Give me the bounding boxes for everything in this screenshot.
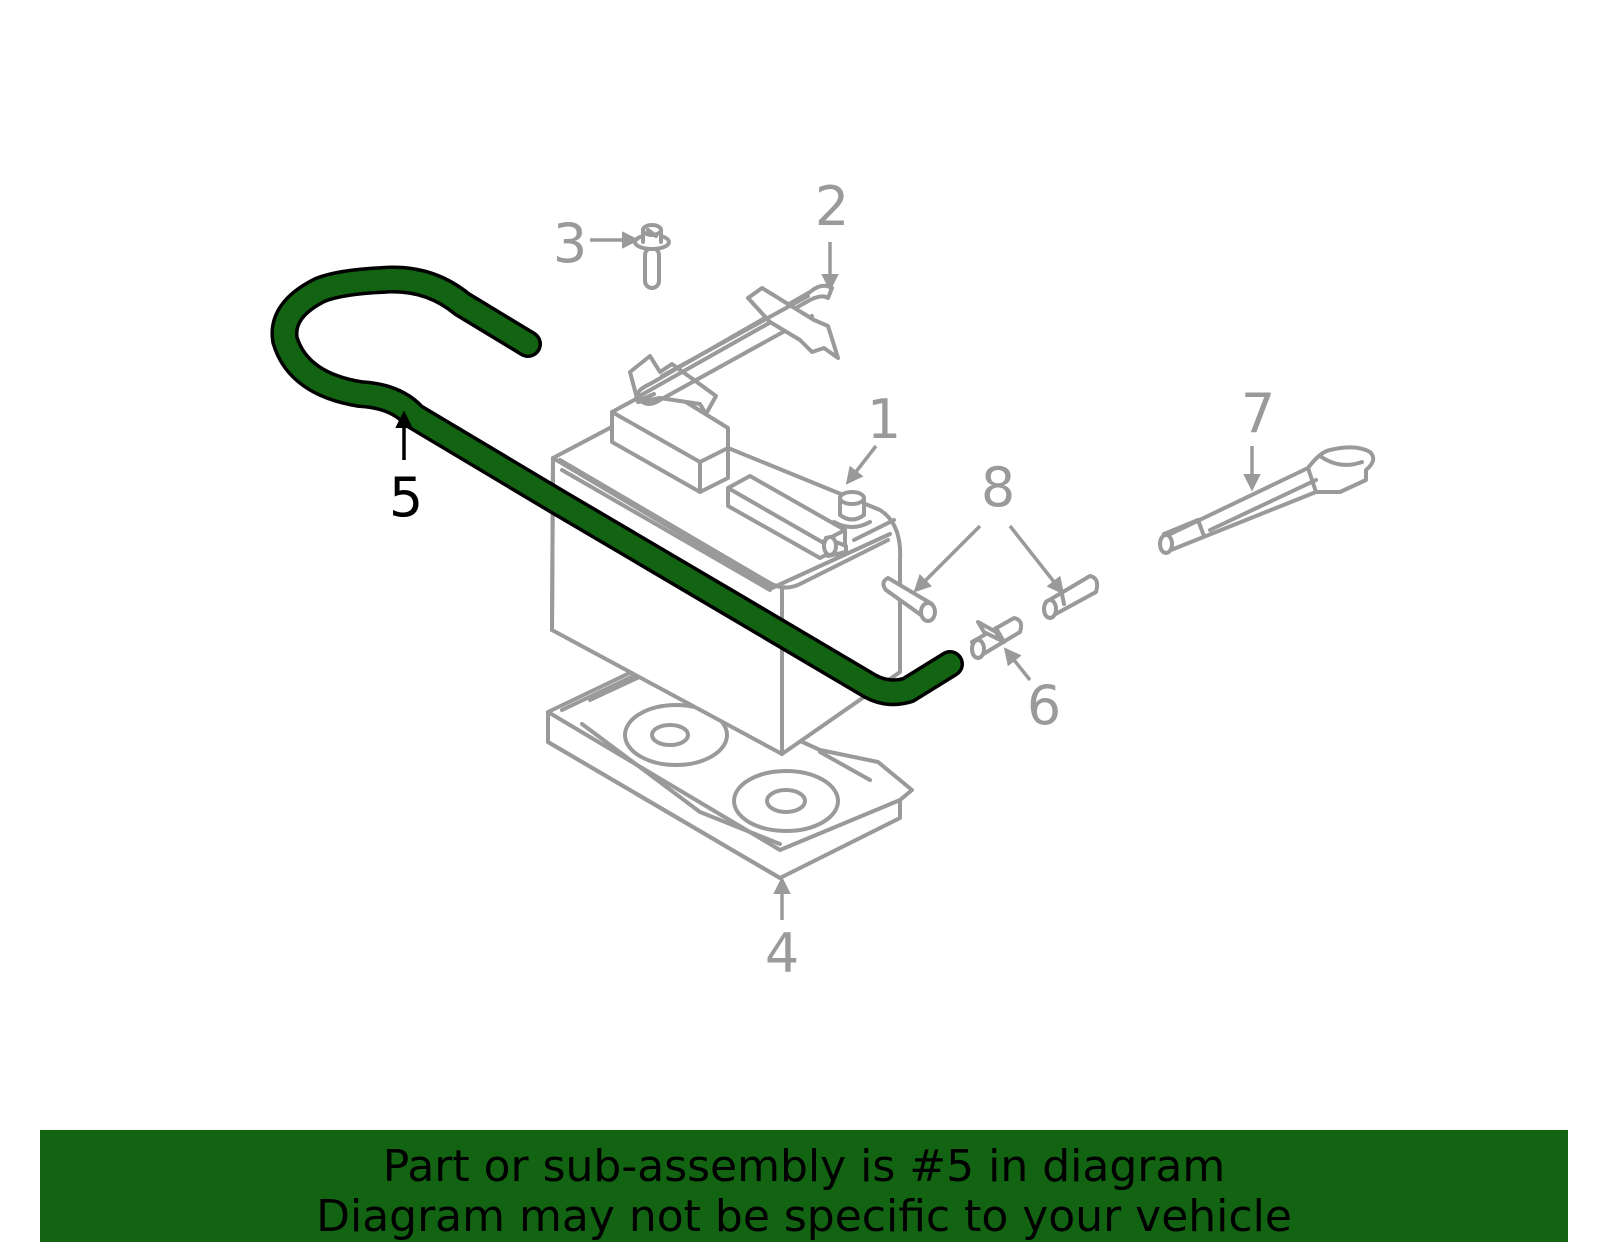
callout-6: 6 [1027,674,1061,737]
leader-8a [913,524,982,593]
battery-tray-part-4 [546,666,914,880]
callout-3: 3 [553,212,587,275]
hose-part-5 [270,265,964,707]
callout-8: 8 [981,456,1015,519]
sleeves-part-8 [881,574,1100,623]
callout-7: 7 [1241,382,1275,445]
footer-banner: Part or sub-assembly is #5 in diagram Di… [40,1134,1568,1246]
connector-part-6 [970,616,1024,660]
bolt-part-3 [633,223,671,290]
leader-1 [845,444,878,485]
cable-end-part-7 [1158,445,1376,555]
leader-6 [1003,647,1032,682]
callout-labels: 1 2 3 4 5 6 7 8 [389,175,1275,985]
footer-line-disclaimer: Diagram may not be specific to your vehi… [316,1191,1292,1242]
callout-5: 5 [389,466,423,529]
callout-2: 2 [815,175,849,238]
leader-8b [1008,524,1065,595]
footer-line-part-note: Part or sub-assembly is #5 in diagram [382,1141,1226,1192]
callout-4: 4 [765,922,799,985]
callout-1: 1 [867,388,901,451]
leader-lines [395,231,1261,920]
footer-banner-background [40,1130,1568,1242]
hold-down-bracket-part-2 [628,283,840,416]
